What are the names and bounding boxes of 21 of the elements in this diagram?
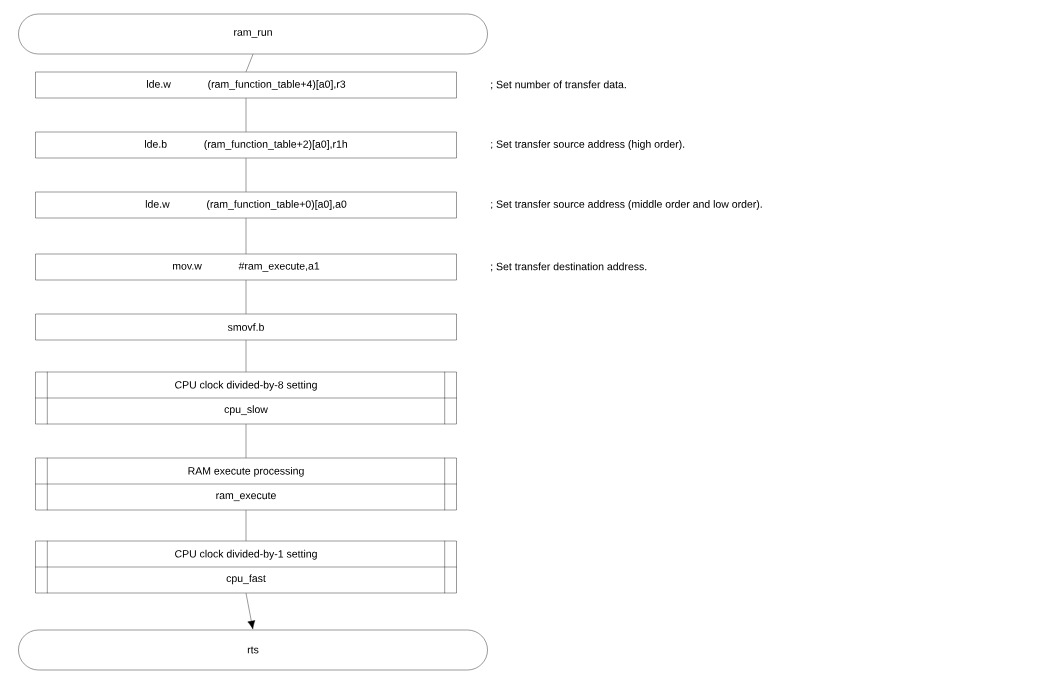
process-box: mov.w #ram_execute,a1 [35, 253, 457, 281]
connector-line [245, 280, 247, 314]
process-box: lde.w (ram_function_table+0)[a0],a0 [35, 191, 457, 219]
connector-line [245, 98, 247, 132]
connector-line [245, 340, 247, 372]
subroutine-box: RAM execute processing ram_execute [35, 457, 457, 511]
comment-text: ; Set transfer destination address. [491, 262, 647, 272]
connector-line [245, 158, 247, 192]
comment-text: ; Set transfer source address (middle order and low order). [491, 200, 762, 210]
connector-line [245, 510, 247, 541]
subroutine-box: CPU clock divided-by-1 setting cpu_fast [35, 540, 457, 594]
comment-text: ; Set number of transfer data. [491, 80, 626, 90]
connector-line [245, 424, 247, 458]
arrow [245, 593, 256, 630]
connector-line [245, 218, 247, 254]
process-box: lde.b (ram_function_table+2)[a0],r1h [35, 131, 457, 159]
comment-text: ; Set transfer source address (high order). [491, 140, 685, 150]
process-box: smovf.b [35, 313, 457, 341]
subroutine-box: CPU clock divided-by-8 setting cpu_slow [35, 371, 457, 425]
process-box: lde.w (ram_function_table+4)[a0],r3 [35, 71, 457, 99]
connector-line [245, 54, 254, 72]
